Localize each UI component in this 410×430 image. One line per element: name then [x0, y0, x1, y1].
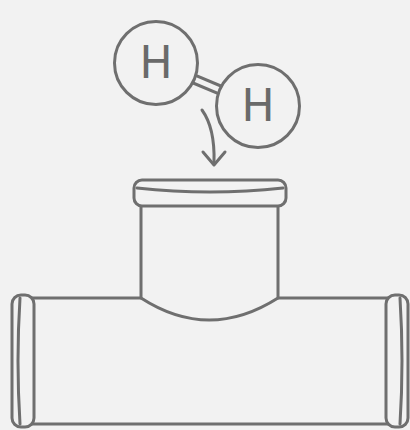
left-rim — [18, 298, 20, 424]
main-pipe — [30, 298, 390, 424]
atom-circle: H — [215, 63, 301, 149]
branch-collar — [134, 180, 286, 206]
atom-symbol: H — [139, 41, 172, 85]
right-rim — [400, 298, 402, 424]
atom-circle: H — [113, 20, 199, 106]
collar-rim — [137, 188, 283, 192]
left-collar — [12, 295, 34, 427]
right-collar — [386, 295, 408, 427]
atom-symbol: H — [241, 84, 274, 128]
bond-fill — [193, 79, 221, 91]
branch-pipe — [141, 205, 278, 320]
arrow-head — [203, 152, 225, 165]
bond-connector — [193, 79, 221, 91]
